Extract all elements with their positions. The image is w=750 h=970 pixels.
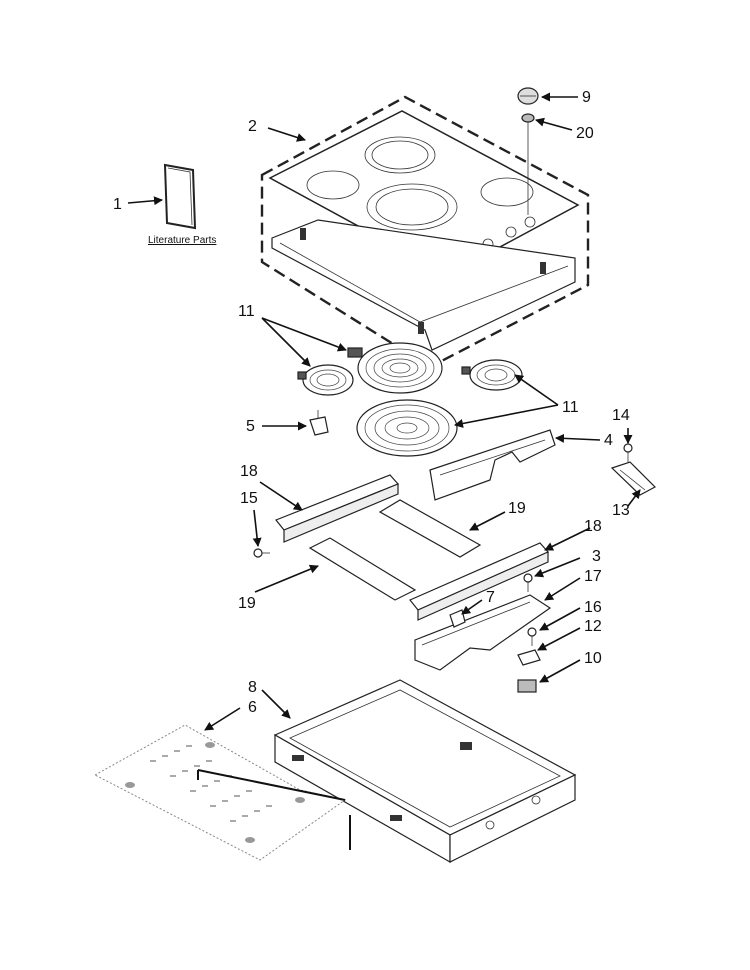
- callout-6[interactable]: 6: [248, 699, 257, 716]
- rail-right[interactable]: [409, 542, 549, 621]
- terminal-block[interactable]: [610, 461, 656, 496]
- callout-18-left[interactable]: 18: [240, 463, 258, 480]
- insulation-pad[interactable]: [93, 724, 347, 861]
- leader-lines: [127, 92, 641, 731]
- callout-16[interactable]: 16: [584, 599, 602, 616]
- callout-15[interactable]: 15: [240, 490, 258, 507]
- callout-14[interactable]: 14: [612, 407, 630, 424]
- knob-washer[interactable]: [521, 113, 535, 123]
- callout-3[interactable]: 3: [592, 548, 601, 565]
- control-knob[interactable]: [517, 87, 539, 105]
- callout-11-right[interactable]: 11: [562, 399, 579, 416]
- surface-element-large[interactable]: [347, 342, 443, 394]
- switch-screw[interactable]: [527, 627, 537, 646]
- insulation-bracket-top: [197, 769, 346, 801]
- limiter-sensor[interactable]: [309, 410, 329, 436]
- insulation-bracket-lines: [197, 770, 351, 850]
- callout-9[interactable]: 9: [582, 89, 591, 106]
- callout-18-right[interactable]: 18: [584, 518, 602, 535]
- cooktop-assembly-outline: [260, 95, 590, 369]
- callout-1[interactable]: 1: [113, 196, 122, 213]
- control-screw[interactable]: [523, 573, 533, 592]
- terminal-screw[interactable]: [623, 443, 633, 462]
- infinite-switch[interactable]: [517, 679, 537, 693]
- support-lower[interactable]: [308, 537, 417, 601]
- callout-2[interactable]: 2: [248, 118, 257, 135]
- cooktop-frame[interactable]: [271, 219, 576, 351]
- control-bracket[interactable]: [414, 594, 552, 671]
- callout-10[interactable]: 10: [584, 650, 602, 667]
- callout-5[interactable]: 5: [246, 418, 255, 435]
- burner-box[interactable]: [273, 679, 577, 864]
- literature-booklet[interactable]: [163, 163, 197, 230]
- switch-knob-insert[interactable]: [517, 649, 541, 666]
- callout-4[interactable]: 4: [604, 432, 613, 449]
- surface-element-small-right[interactable]: [461, 359, 523, 391]
- element-bracket[interactable]: [429, 429, 556, 501]
- rail-screw[interactable]: [253, 548, 270, 558]
- callout-13[interactable]: 13: [612, 502, 630, 519]
- callout-19-upper[interactable]: 19: [508, 500, 526, 517]
- surface-element-bottom[interactable]: [356, 399, 458, 457]
- callout-11-top[interactable]: 11: [238, 303, 255, 320]
- callout-12[interactable]: 12: [584, 618, 602, 635]
- callout-8[interactable]: 8: [248, 679, 257, 696]
- surface-element-small-left[interactable]: [297, 364, 354, 396]
- callout-7[interactable]: 7: [486, 589, 495, 606]
- callout-20[interactable]: 20: [576, 125, 594, 142]
- literature-parts-label[interactable]: Literature Parts: [148, 235, 216, 246]
- callout-19-lower[interactable]: 19: [238, 595, 256, 612]
- rail-left[interactable]: [275, 474, 400, 543]
- support-upper[interactable]: [378, 499, 482, 558]
- callout-17[interactable]: 17: [584, 568, 602, 585]
